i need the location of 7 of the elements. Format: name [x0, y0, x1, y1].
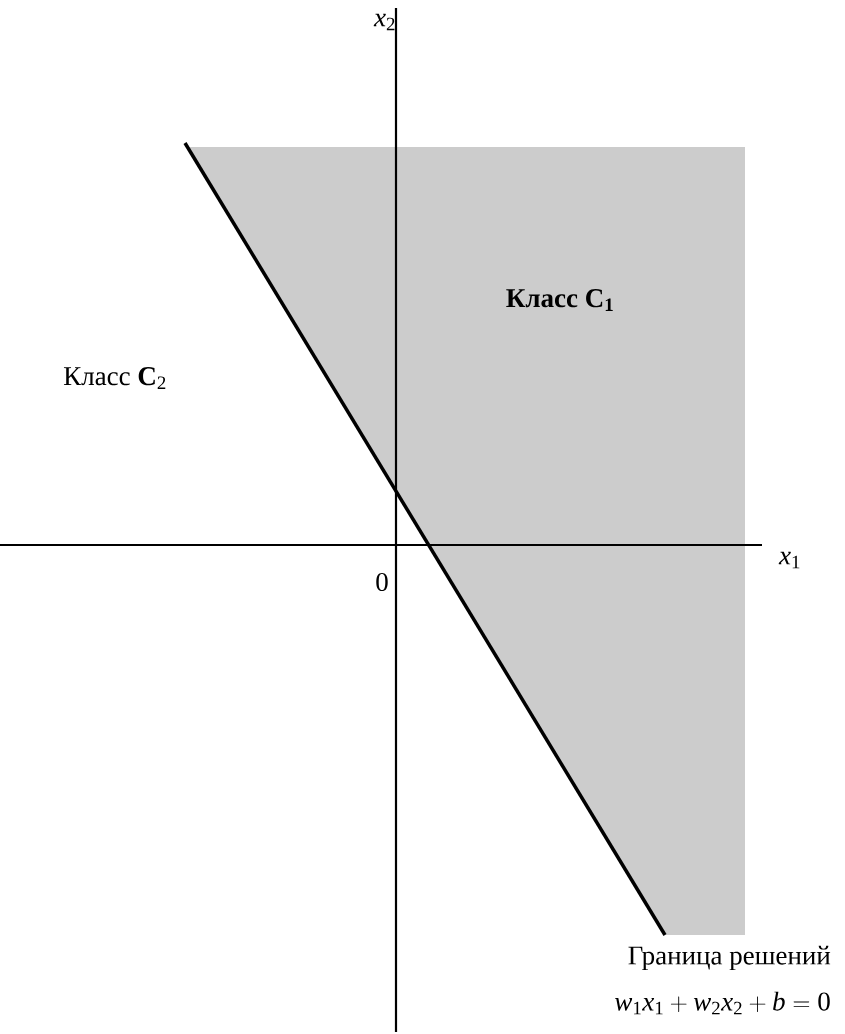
boundary-label: Граница решений [628, 945, 831, 971]
origin-label: 0 [376, 572, 388, 592]
axis-label: $x_{2}$ [373, 13, 395, 31]
boundary-equation: $w_{1}x_{1} + w_{2}x_{2} + b = 0$ [615, 991, 830, 1015]
class-label: Класс C$_{1}$ [506, 289, 613, 311]
axis-label: $x_{1}$ [778, 551, 800, 569]
class-label: Класс C$_{2}$ [63, 367, 166, 389]
